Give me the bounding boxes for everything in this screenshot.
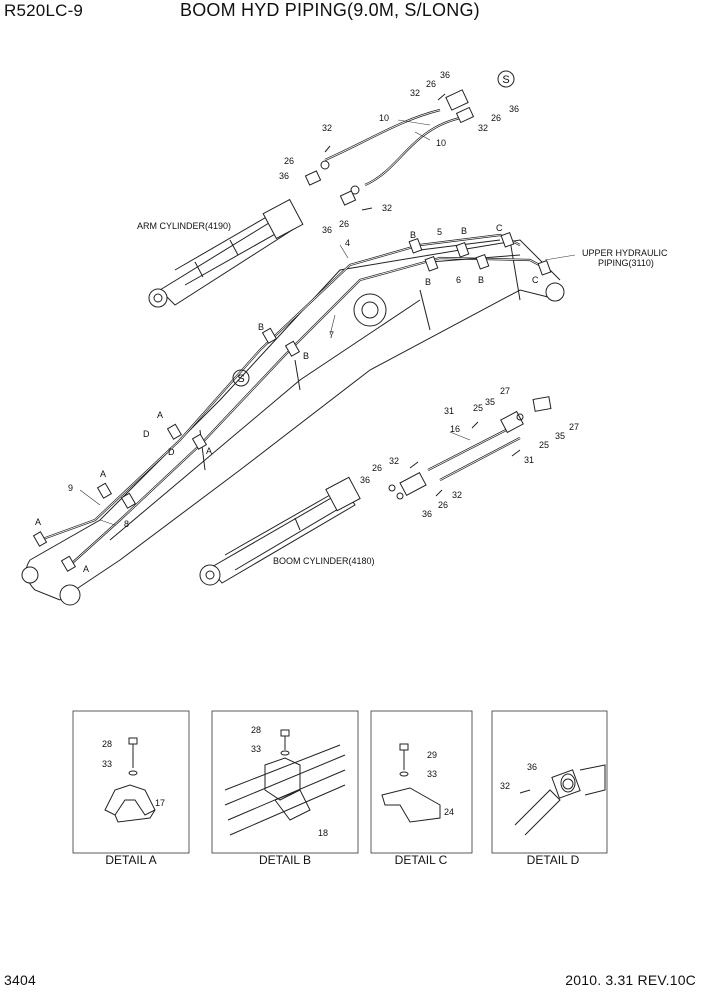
callout-26: 26 xyxy=(438,500,448,510)
detail-b: 28 33 18 xyxy=(211,710,359,854)
callout-27: 27 xyxy=(569,422,579,432)
ref-a: A xyxy=(83,564,89,574)
detail-c-callout-33: 33 xyxy=(427,769,437,779)
callout-31: 31 xyxy=(444,406,454,416)
callout-7: 7 xyxy=(329,330,334,340)
section-s-markers: S S xyxy=(232,70,515,387)
callout-26: 26 xyxy=(491,113,501,123)
ref-d: D xyxy=(143,429,150,439)
boom-cylinder xyxy=(199,476,361,586)
ref-c: C xyxy=(496,223,503,233)
callout-26: 26 xyxy=(426,79,436,89)
revision-date: 2010. 3.31 REV.10C xyxy=(565,972,696,988)
callout-32: 32 xyxy=(452,490,462,500)
section-s-circle-top xyxy=(497,70,515,88)
callout-35: 35 xyxy=(485,397,495,407)
detail-a-callout-28: 28 xyxy=(102,739,112,749)
ref-a: A xyxy=(206,446,212,456)
leader-lines xyxy=(79,119,576,526)
boom-structure xyxy=(21,239,565,606)
detail-c-caption: DETAIL C xyxy=(395,853,448,867)
callout-36: 36 xyxy=(360,475,370,485)
boom-hoses xyxy=(388,396,552,500)
callout-32: 32 xyxy=(478,123,488,133)
callout-32: 32 xyxy=(382,203,392,213)
page-title: BOOM HYD PIPING(9.0M, S/LONG) xyxy=(180,0,480,20)
callout-16: 16 xyxy=(450,424,460,434)
section-s-circle-mid xyxy=(232,369,250,387)
detail-a-callout-33: 33 xyxy=(102,759,112,769)
boom-pipes xyxy=(39,233,546,566)
section-s-label-top: S xyxy=(502,74,509,86)
callout-25: 25 xyxy=(473,403,483,413)
boom-cylinder-label: BOOM CYLINDER(4180) xyxy=(273,556,375,566)
detail-b-caption: DETAIL B xyxy=(259,853,311,867)
ref-b: B xyxy=(303,351,309,361)
detail-a: 28 33 17 xyxy=(72,710,190,854)
callout-36: 36 xyxy=(422,509,432,519)
detail-d-callout-32: 32 xyxy=(500,781,510,791)
upper-hydraulic-label-1: UPPER HYDRAULIC xyxy=(582,248,668,258)
detail-d-callout-36: 36 xyxy=(527,762,537,772)
callout-36: 36 xyxy=(279,171,289,181)
ref-b: B xyxy=(410,230,416,240)
callout-9: 9 xyxy=(68,483,73,493)
ref-b: B xyxy=(258,322,264,332)
ref-d: D xyxy=(168,447,175,457)
bolts xyxy=(324,93,521,497)
callout-36: 36 xyxy=(440,70,450,80)
callout-26: 26 xyxy=(372,463,382,473)
arm-cylinder-label: ARM CYLINDER(4190) xyxy=(137,221,231,231)
callout-36: 36 xyxy=(509,104,519,114)
ref-b: B xyxy=(461,226,467,236)
callout-10: 10 xyxy=(436,138,446,148)
detail-b-callout-18: 18 xyxy=(318,828,328,838)
section-s-label-mid: S xyxy=(237,373,244,385)
pipe-clamps xyxy=(32,232,552,572)
detail-b-callout-28: 28 xyxy=(251,725,261,735)
detail-d: 36 32 xyxy=(491,710,608,854)
ref-b: B xyxy=(425,277,431,287)
arm-cylinder xyxy=(148,198,304,308)
callout-26: 26 xyxy=(284,156,294,166)
callout-35: 35 xyxy=(555,431,565,441)
callout-31: 31 xyxy=(524,455,534,465)
ref-c: C xyxy=(532,275,539,285)
ref-a: A xyxy=(35,517,41,527)
reference-letters: B B C B B C B B A D D A A A A xyxy=(35,223,539,574)
ref-a: A xyxy=(157,410,163,420)
callout-8: 8 xyxy=(124,519,129,529)
part-callouts: 36 26 32 36 26 32 10 10 32 26 36 32 26 3… xyxy=(68,70,579,529)
detail-c-callout-24: 24 xyxy=(444,807,454,817)
upper-hydraulic-label-2: PIPING(3110) xyxy=(598,258,654,268)
callout-36: 36 xyxy=(322,225,332,235)
model-code: R520LC-9 xyxy=(4,1,84,20)
detail-c: 29 33 24 xyxy=(370,710,473,854)
detail-a-callout-17: 17 xyxy=(155,798,165,808)
callout-26: 26 xyxy=(339,219,349,229)
detail-a-caption: DETAIL A xyxy=(105,853,156,867)
callout-32: 32 xyxy=(410,88,420,98)
detail-b-callout-33: 33 xyxy=(251,744,261,754)
ref-a: A xyxy=(100,469,106,479)
callout-6: 6 xyxy=(456,275,461,285)
callout-27: 27 xyxy=(500,386,510,396)
callout-10: 10 xyxy=(379,113,389,123)
callout-32: 32 xyxy=(389,456,399,466)
detail-c-callout-29: 29 xyxy=(427,750,437,760)
arm-hoses xyxy=(304,89,475,206)
callout-5: 5 xyxy=(437,227,442,237)
callout-32: 32 xyxy=(322,123,332,133)
page-number: 3404 xyxy=(4,972,36,988)
detail-d-caption: DETAIL D xyxy=(527,853,580,867)
callout-25: 25 xyxy=(539,440,549,450)
ref-b: B xyxy=(478,275,484,285)
callout-4: 4 xyxy=(345,238,350,248)
